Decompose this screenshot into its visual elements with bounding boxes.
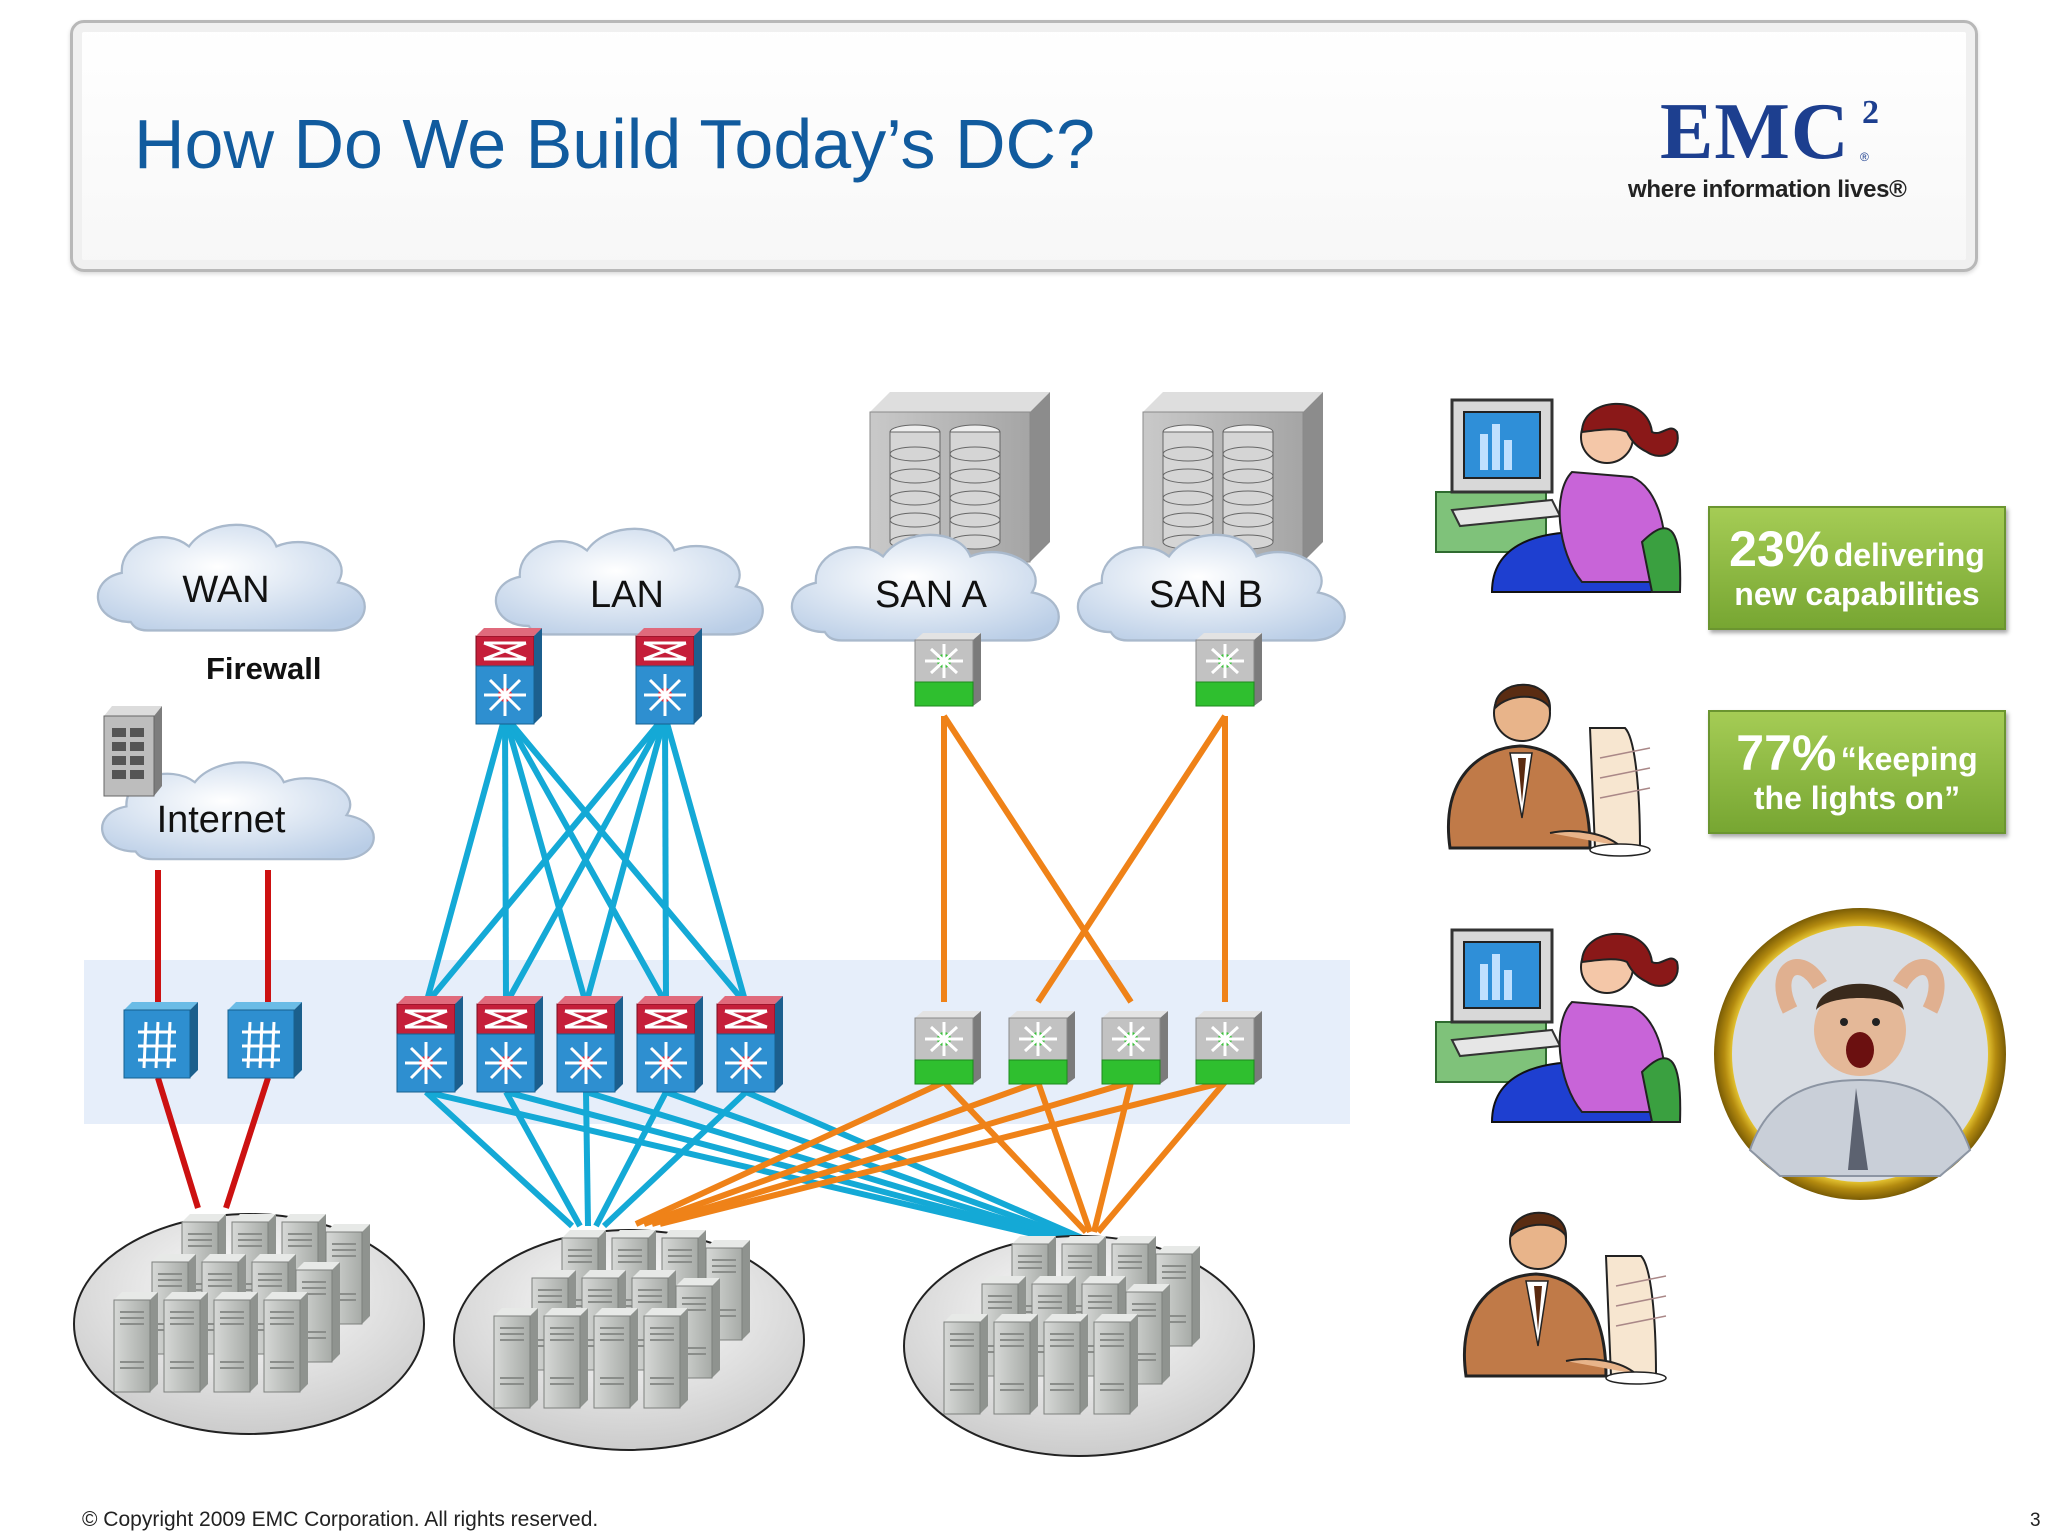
stat-callout-lights-on: 77% “keeping the lights on” [1708,710,2006,834]
server-cluster-2 [454,1230,804,1450]
header-panel [70,20,1978,272]
lan-access-switch-2 [475,994,545,1094]
stat-text-line2: new capabilities [1734,576,1980,612]
page-title: How Do We Build Today’s DC? [134,105,1095,183]
businessman-at-computer-icon [1462,1211,1668,1386]
server-cluster-3 [904,1236,1254,1456]
san-core-switch-a [913,631,983,708]
firewall-switch-1 [122,1000,200,1080]
server-cluster-1 [74,1214,424,1434]
stat-callout-capabilities: 23% delivering new capabilities [1708,506,2006,630]
cloud-label-lan: LAN [590,574,664,616]
lan-access-switch-3 [555,994,625,1094]
storage-array-a [870,392,1050,562]
businessman-at-computer-icon [1446,683,1652,858]
worker-with-computer-icon [1434,928,1682,1124]
worker-with-computer-icon [1434,398,1682,594]
firewall-appliance-icon [103,706,162,797]
lan-access-switch-1 [395,994,465,1094]
frustrated-man-photo [1714,908,2006,1200]
san-edge-switch-2 [1007,1009,1077,1086]
lan-access-switch-4 [635,994,705,1094]
firewall-label: Firewall [206,651,321,686]
cloud-label-san-b: SAN B [1149,574,1263,616]
internet-links [155,870,271,1209]
cloud-label-san-a: SAN A [875,574,988,616]
brand-registered-mark: ® [1860,150,1869,164]
san-core-switch-b [1194,631,1264,708]
page-number: 3 [2030,1510,2041,1531]
stat-percent: 23% [1729,521,1830,577]
stat-percent: 77% [1736,725,1837,781]
brand-wordmark: EMC [1660,88,1850,176]
brand-superscript: 2 [1862,94,1879,131]
stat-text: delivering [1833,537,1985,573]
cloud-label-wan: WAN [182,569,269,611]
footer-copyright: © Copyright 2009 EMC Corporation. All ri… [82,1508,599,1531]
cloud-label-internet: Internet [157,799,286,841]
lan-access-switch-5 [715,994,785,1094]
brand-tagline: where information lives® [1628,176,1907,203]
lan-core-switch-2 [634,626,704,726]
san-edge-switch-3 [1100,1009,1170,1086]
firewall-switch-2 [226,1000,304,1080]
lan-core-switch-1 [474,626,544,726]
san-edge-switch-1 [913,1009,983,1086]
stat-text: “keeping [1840,741,1978,777]
lan-links [423,714,1084,1241]
san-links [634,714,1228,1235]
san-edge-switch-4 [1194,1009,1264,1086]
stat-text-line2: the lights on” [1753,780,1961,816]
